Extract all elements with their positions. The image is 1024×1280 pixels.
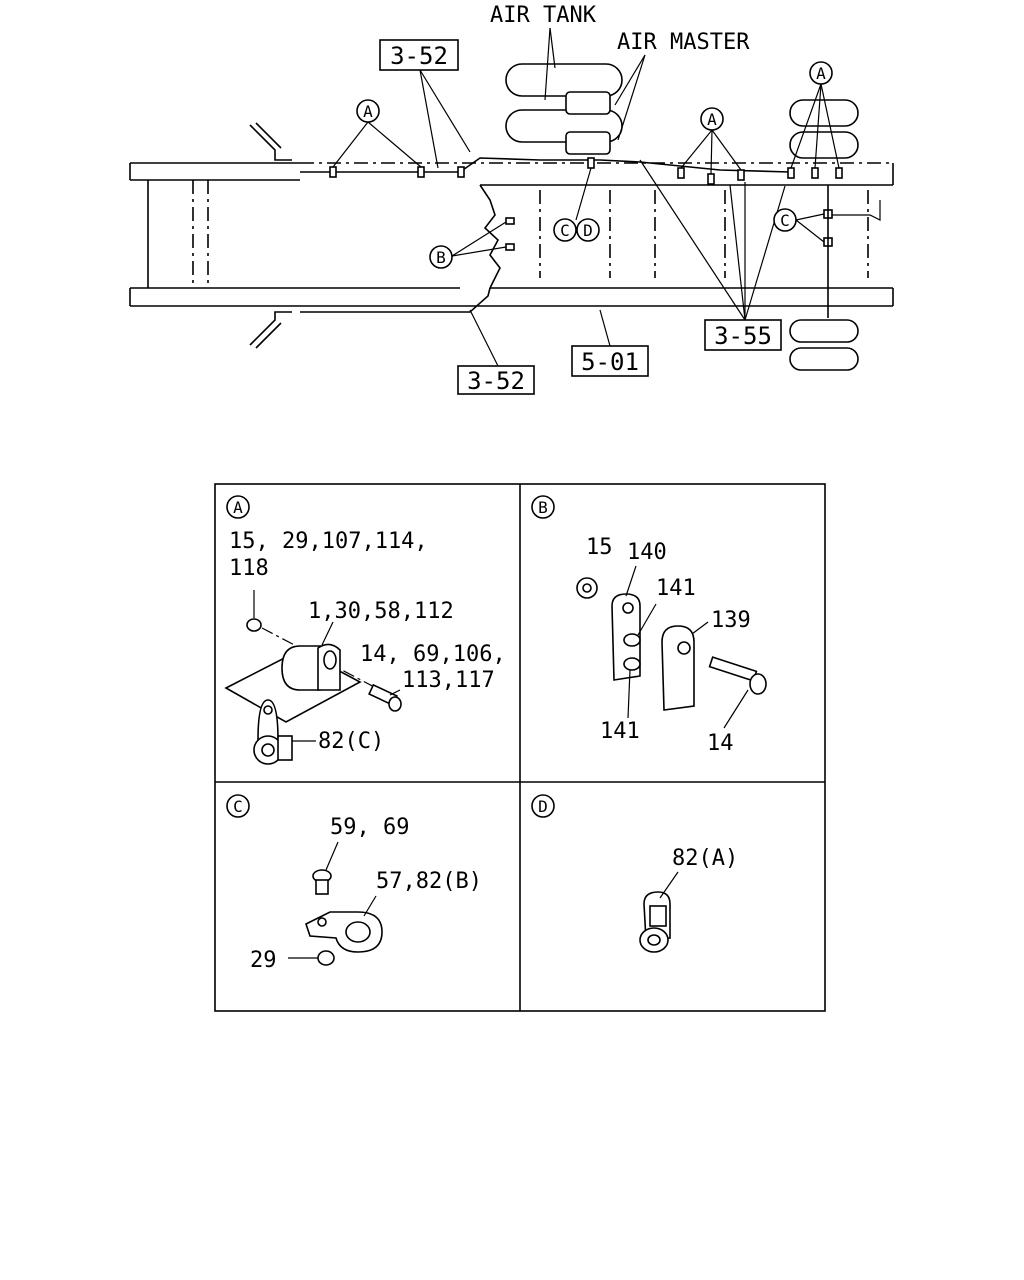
ref-3-52-top: 3-52 [390,42,448,70]
top-labels: AIR TANK AIR MASTER 3-52 3-52 5-01 3-55 … [356,3,833,395]
panel-b: B 15 140 141 139 141 14 [531,495,767,756]
air-tanks [505,63,859,371]
panel-a: A 15, 29,107,114, 118 1,30,58,112 14, 69… [224,495,506,765]
panel-b-part-14: 14 [707,731,734,756]
panel-b-part-141-bottom: 141 [600,719,640,744]
panel-a-parts-line1: 15, 29,107,114, [229,529,428,554]
callout-d: D [583,221,593,240]
panel-a-parts-line5: 113,117 [402,668,495,693]
panel-b-letter: B [538,498,548,517]
callout-c-right: C [780,211,790,230]
panel-c-part-57-82: 57,82(B) [376,869,482,894]
panel-d-letter: D [538,797,548,816]
callout-c-left: C [560,221,570,240]
panel-c-part-29: 29 [250,948,277,973]
callout-b: B [436,248,446,267]
panel-c: C 59, 69 57,82(B) 29 [226,794,482,973]
panel-a-parts-line2: 118 [229,556,269,581]
panel-c-letter: C [233,797,243,816]
callout-a-left: A [363,102,373,121]
ref-3-55: 3-55 [714,322,772,350]
panel-a-parts-line4: 14, 69,106, [360,642,506,667]
air-tank-label: AIR TANK [490,3,597,28]
panel-b-part-140: 140 [627,540,667,565]
chassis-frame [129,122,894,349]
panel-c-part-59-69: 59, 69 [330,815,409,840]
panel-b-part-15: 15 [586,535,613,560]
panel-a-letter: A [233,498,243,517]
air-master-label: AIR MASTER [617,30,750,55]
callout-a-right: A [816,64,826,83]
detail-grid [214,483,826,1012]
leader-lines [332,27,840,367]
panel-d: D 82(A) [531,794,738,953]
panel-d-part-82: 82(A) [672,846,738,871]
callout-a-middle: A [707,110,717,129]
panel-a-parts-line3: 1,30,58,112 [308,599,454,624]
ref-3-52-bottom: 3-52 [467,367,525,395]
panel-b-part-139: 139 [711,608,751,633]
panel-b-part-141-top: 141 [656,576,696,601]
ref-5-01: 5-01 [581,348,639,376]
panel-a-parts-line6: 82(C) [318,729,384,754]
